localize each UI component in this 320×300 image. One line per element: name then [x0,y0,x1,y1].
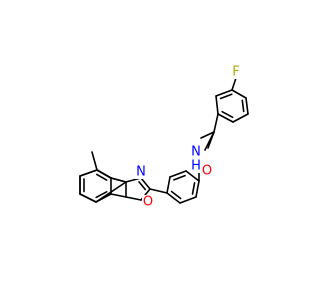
bond-ring-oxazole [149,188,168,194]
fluorophenyl-ring-bond-0 [215,89,233,97]
bond-carbonyl-inner [207,131,215,149]
atom-label-bg-o [201,164,213,178]
benzo-ring-bond-1 [96,169,112,179]
atom-label-o: O [202,164,212,179]
phenyl-ring-bond-5 [185,170,200,182]
atom-label-bg-f [230,65,242,79]
oxazole-double-0 [138,181,147,191]
benzo-ring-double-3 [95,191,108,199]
bond-ring-carbonyl [213,113,219,133]
benzo-fuse-top [110,177,127,183]
oxazole-bond-0 [140,177,151,190]
atom-label-nox: N [136,165,146,180]
fluorophenyl-ring-double-4 [221,110,234,119]
atom-label-bg-oox [142,195,154,209]
phenyl-ring-double-2 [170,190,182,200]
bond-lines [79,77,249,204]
phenyl-ring-bond-3 [179,196,197,204]
benzo-ring-bond-0 [79,169,98,177]
fluorophenyl-ring-bond-4 [217,113,234,123]
benzo-ring-bond-3 [95,193,112,203]
fluorophenyl-ring-bond-1 [231,89,247,99]
fluorophenyl-ring-double-0 [219,93,233,100]
fluorophenyl-ring-bond-2 [245,97,249,115]
phenyl-ring-bond-4 [195,180,200,198]
benzo-ring-bond-4 [79,193,97,203]
benzo-fuse-bottom [110,193,127,198]
benzo-ring-double-1 [96,173,108,181]
phenyl-ring-bond-1 [166,176,171,194]
phenyl-ring-double-0 [173,174,186,181]
bond-c-f [231,77,237,91]
bond-methyl [91,151,98,171]
atom-label-oox: O [143,195,153,210]
oxazole-bond-3 [125,196,142,201]
fluorophenyl-ring-double-2 [241,99,245,113]
atom-label-h: H [191,159,201,174]
phenyl-ring-bond-0 [169,170,187,178]
fluorophenyl-ring-bond-5 [215,95,219,115]
atom-label-f: F [232,65,239,80]
atom-label-bg-nox [135,165,147,179]
atom-label-n: N [191,145,201,160]
phenyl-ring-bond-2 [166,192,181,204]
phenyl-ring-double-4 [191,182,196,195]
atom-label-bg-h [190,159,202,173]
bond-c-o-1 [200,131,215,139]
fluorophenyl-ring-bond-3 [232,113,249,123]
atom-label-bg-n [190,145,202,159]
